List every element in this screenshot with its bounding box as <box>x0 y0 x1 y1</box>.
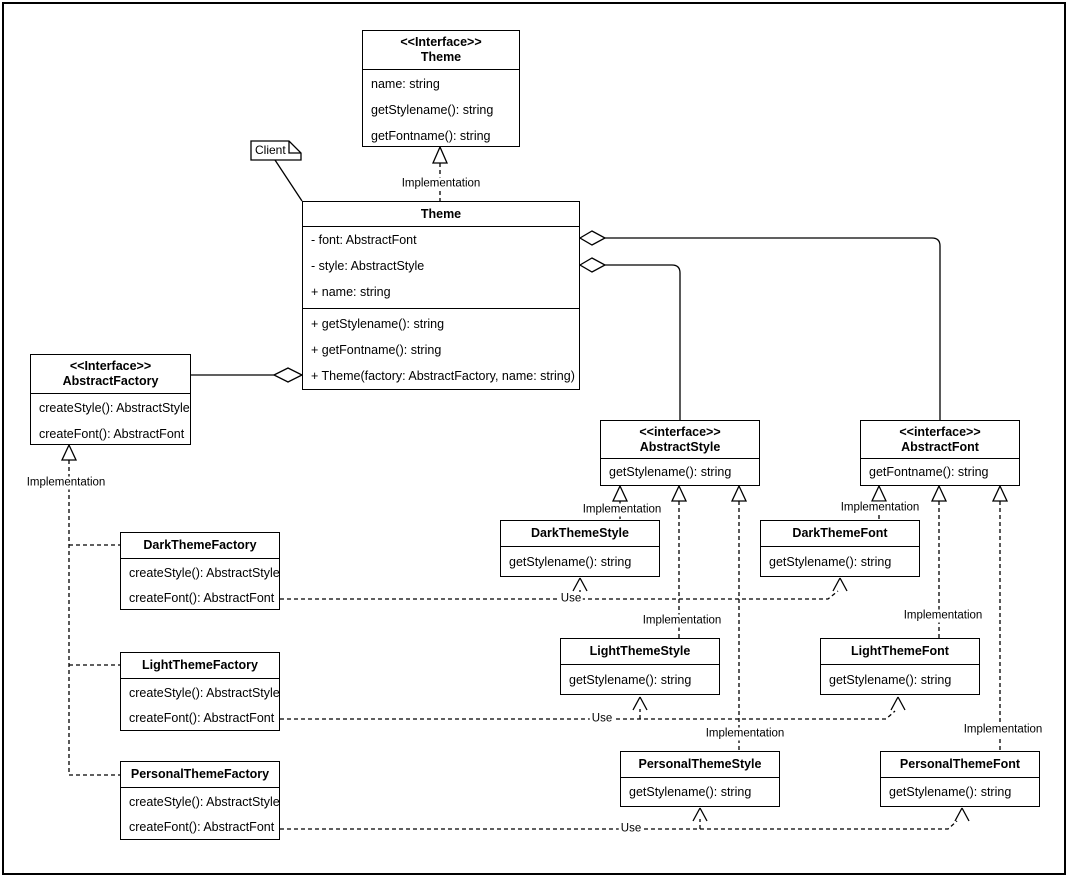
stereotype: <<interface>> <box>899 424 981 439</box>
member: getStylename(): string <box>509 554 632 569</box>
personalthemestyle-implementation <box>730 484 748 751</box>
implementation-label-lightthemefont: Implementation <box>901 609 985 623</box>
member: createFont(): AbstractFont <box>129 710 275 725</box>
member: createFont(): AbstractFont <box>129 819 275 834</box>
personal-use-connector <box>280 807 970 830</box>
implementation-label-abstractfactory: Implementation <box>24 476 108 490</box>
class-title: LightThemeFactory <box>121 653 279 679</box>
stereotype: <<Interface>> <box>400 35 482 49</box>
class-title: <<interface>> AbstractStyle <box>601 421 759 459</box>
class-title: Theme <box>303 202 579 227</box>
class-name: DarkThemeStyle <box>531 526 629 540</box>
theme-implementation-connector <box>432 145 448 201</box>
class-title: DarkThemeFont <box>761 521 919 547</box>
class-name: PersonalThemeStyle <box>638 757 762 771</box>
member: + getFontname(): string <box>311 343 442 357</box>
client-note-label: Client <box>255 143 286 157</box>
use-label-personal: Use <box>618 822 644 836</box>
class-theme-interface: <<Interface>> Theme name: string getStyl… <box>362 30 520 147</box>
member: + name: string <box>311 285 391 299</box>
class-name: AbstractFont <box>901 439 979 454</box>
member: getFontname(): string <box>869 465 989 479</box>
member: createStyle(): AbstractStyle <box>129 685 280 700</box>
stereotype: <<Interface>> <box>69 359 152 373</box>
class-name: PersonalThemeFactory <box>130 767 270 781</box>
class-name: Theme <box>420 50 462 64</box>
stereotype: <<interface>> <box>639 424 721 439</box>
class-personal-theme-factory: PersonalThemeFactory createStyle(): Abst… <box>120 761 280 840</box>
member: - style: AbstractStyle <box>311 259 425 273</box>
member: getStylename(): string <box>889 785 1012 799</box>
class-dark-theme-style: DarkThemeStyle getStylename(): string <box>500 520 660 577</box>
class-name: DarkThemeFactory <box>143 538 257 552</box>
member: getStylename(): string <box>829 672 952 687</box>
class-title: <<Interface>> AbstractFactory <box>31 355 190 394</box>
class-title: PersonalThemeStyle <box>621 752 779 778</box>
member: getStylename(): string <box>629 785 752 799</box>
implementation-label-darkthemestyle: Implementation <box>580 503 664 517</box>
class-name: AbstractStyle <box>639 439 721 454</box>
client-note-shape <box>250 140 302 161</box>
class-name: PersonalThemeFont <box>899 757 1021 771</box>
class-dark-theme-factory: DarkThemeFactory createStyle(): Abstract… <box>120 532 280 610</box>
class-title: PersonalThemeFactory <box>121 762 279 788</box>
class-abstract-font: <<interface>> AbstractFont getFontname()… <box>860 420 1020 486</box>
class-name: AbstractFactory <box>62 374 159 388</box>
class-abstract-factory: <<Interface>> AbstractFactory createStyl… <box>30 354 191 445</box>
class-personal-theme-style: PersonalThemeStyle getStylename(): strin… <box>620 751 780 807</box>
class-title: <<interface>> AbstractFont <box>861 421 1019 459</box>
member: + getStylename(): string <box>311 317 445 331</box>
class-light-theme-font: LightThemeFont getStylename(): string <box>820 638 980 695</box>
class-title: PersonalThemeFont <box>881 752 1039 778</box>
member: getStylename(): string <box>371 103 494 117</box>
class-name: LightThemeFont <box>851 644 949 658</box>
implementation-label-lightthemestyle: Implementation <box>640 614 724 628</box>
class-title: <<Interface>> Theme <box>363 31 519 70</box>
theme-abstractstyle-aggregation <box>578 257 681 420</box>
class-name: Theme <box>420 206 462 221</box>
class-title: DarkThemeFactory <box>121 533 279 559</box>
class-theme: Theme - font: AbstractFont - style: Abst… <box>302 201 580 390</box>
member: createStyle(): AbstractStyle <box>129 565 280 580</box>
member: - font: AbstractFont <box>311 233 417 247</box>
class-title: LightThemeStyle <box>561 639 719 665</box>
use-label-dark: Use <box>558 592 584 606</box>
class-abstract-style: <<interface>> AbstractStyle getStylename… <box>600 420 760 486</box>
member: getStylename(): string <box>569 672 692 687</box>
member: name: string <box>371 77 440 91</box>
member: getStylename(): string <box>609 465 732 479</box>
member: createFont(): AbstractFont <box>39 427 185 441</box>
implementation-label-darkthemefont: Implementation <box>838 501 922 515</box>
class-dark-theme-font: DarkThemeFont getStylename(): string <box>760 520 920 577</box>
class-light-theme-factory: LightThemeFactory createStyle(): Abstrac… <box>120 652 280 731</box>
class-title: DarkThemeStyle <box>501 521 659 547</box>
class-title: LightThemeFont <box>821 639 979 665</box>
implementation-label-personalthemestyle: Implementation <box>703 727 787 741</box>
class-light-theme-style: LightThemeStyle getStylename(): string <box>560 638 720 695</box>
class-name: DarkThemeFont <box>792 526 888 540</box>
implementation-label-theme: Implementation <box>399 177 483 191</box>
member: createStyle(): AbstractStyle <box>129 794 280 809</box>
light-use-connector <box>280 696 906 720</box>
implementation-label-personalthemefont: Implementation <box>961 723 1045 737</box>
member: + Theme(factory: AbstractFactory, name: … <box>311 369 575 383</box>
abstractfactory-theme-aggregation <box>191 367 304 383</box>
use-label-light: Use <box>589 712 615 726</box>
factories-implementation-connector <box>60 443 120 776</box>
member: getStylename(): string <box>769 554 892 569</box>
theme-abstractfont-aggregation <box>578 230 941 420</box>
personalthemefont-implementation <box>991 484 1009 751</box>
class-name: LightThemeStyle <box>589 644 691 658</box>
member: getFontname(): string <box>371 129 491 143</box>
class-name: LightThemeFactory <box>142 658 258 672</box>
class-personal-theme-font: PersonalThemeFont getStylename(): string <box>880 751 1040 807</box>
member: createStyle(): AbstractStyle <box>39 401 190 415</box>
member: createFont(): AbstractFont <box>129 590 275 605</box>
client-theme-link-line <box>274 159 303 202</box>
